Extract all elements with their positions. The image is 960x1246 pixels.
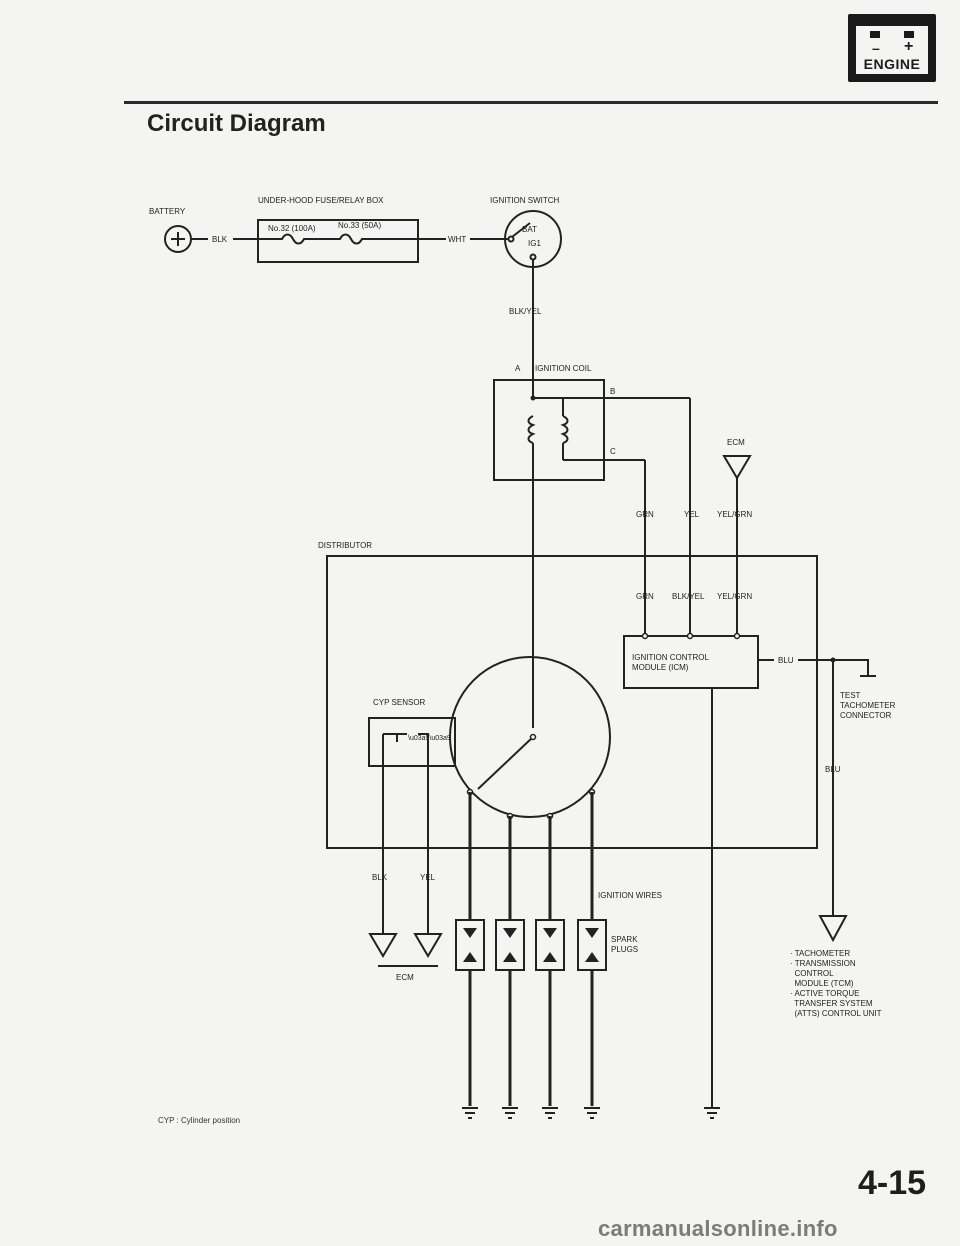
spark-plug-2 (495, 919, 525, 971)
ecm-top-triangle (722, 455, 752, 480)
spark-plugs-label-1: SPARK (611, 935, 638, 944)
spark-plug-4 (577, 919, 607, 971)
fuse-33-label: No.33 (50A) (338, 221, 381, 230)
engine-badge: – + ENGINE (848, 14, 936, 82)
fuse-32-label: No.32 (100A) (268, 224, 316, 233)
footnote: CYP : Cylinder position (158, 1116, 241, 1125)
spark-plug-3 (535, 919, 565, 971)
wire-label-blu-1: BLU (778, 656, 794, 665)
distributor-cap (449, 656, 611, 818)
coil-b-label: B (610, 387, 615, 396)
test-label-1: TEST (840, 691, 861, 700)
fuse-box-label: UNDER-HOOD FUSE/RELAY BOX (258, 196, 384, 205)
distributor-box (326, 555, 818, 849)
wire-label-blk-2: BLK (372, 873, 388, 882)
ecm-bottom-triangle-2 (413, 933, 443, 958)
spark-plug-1 (455, 919, 485, 971)
icm-box (623, 635, 759, 689)
ground-icon (542, 1107, 558, 1119)
wire-label-yel-grn-2: YEL/GRN (717, 592, 752, 601)
cyp-sensor-glyph: \u03a9\u03a9 (408, 735, 451, 742)
ground-icon (462, 1107, 478, 1119)
ignition-wires-label: IGNITION WIRES (598, 891, 662, 900)
battery-label: BATTERY (149, 207, 186, 216)
ig-bat-label: BAT (522, 225, 537, 234)
coil-c-label: C (610, 447, 616, 456)
battery-icon: – + ENGINE (856, 26, 928, 74)
test-label-3: CONNECTOR (840, 711, 892, 720)
tach-tcm-triangle (818, 915, 848, 943)
test-tachometer-connector (852, 659, 876, 677)
ignition-switch-label: IGNITION SWITCH (490, 196, 560, 205)
dest-line: CONTROL (790, 969, 834, 978)
ground-icon (584, 1107, 600, 1119)
ecm-bottom-triangle-1 (368, 933, 398, 958)
destination-list: · TACHOMETER · TRANSMISSION CONTROL MODU… (790, 949, 882, 1018)
dest-line: MODULE (TCM) (790, 979, 854, 988)
page-number: 4-15 (858, 1164, 927, 1202)
watermark: carmanualsonline.info (598, 1216, 838, 1241)
test-label-2: TACHOMETER (840, 701, 896, 710)
battery-terminal-plus (904, 31, 914, 38)
header-rule (124, 101, 938, 104)
ecm-bottom-label: ECM (396, 973, 414, 982)
wire-label-blk-yel-2: BLK/YEL (672, 592, 705, 601)
ecm-top-label: ECM (727, 438, 745, 447)
ignition-coil-label: IGNITION COIL (535, 364, 592, 373)
battery-symbol (164, 225, 192, 253)
wire-label-yel-1: YEL (684, 510, 700, 519)
wire-label-grn-1: GRN (636, 510, 654, 519)
spark-plugs-label-2: PLUGS (611, 945, 638, 954)
page-title: Circuit Diagram (147, 110, 326, 137)
dest-line: · ACTIVE TORQUE (790, 989, 860, 998)
coil-primary-winding (527, 415, 536, 444)
wire-label-blk-yel: BLK/YEL (509, 307, 542, 316)
dest-line: TRANSFER SYSTEM (790, 999, 873, 1008)
ignition-coil-box (493, 379, 605, 481)
dest-line: · TRANSMISSION (790, 959, 856, 968)
ground-icon (704, 1107, 720, 1119)
coil-secondary-winding (560, 415, 569, 444)
battery-terminal-minus (870, 31, 880, 38)
coil-a-label: A (515, 364, 521, 373)
fuse-relay-box (257, 219, 419, 263)
cyp-sensor-box (368, 717, 456, 767)
rotor-arm (477, 736, 534, 790)
wire-label-grn-2: GRN (636, 592, 654, 601)
badge-plus: + (904, 38, 914, 55)
badge-minus: – (872, 40, 880, 56)
dest-line: · TACHOMETER (790, 949, 850, 958)
icm-label-2: MODULE (ICM) (632, 663, 689, 672)
icm-label-1: IGNITION CONTROL (632, 653, 709, 662)
fuse-wiring (258, 233, 418, 245)
dest-line: (ATTS) CONTROL UNIT (790, 1009, 882, 1018)
wire-label-blu-2: BLU (825, 765, 841, 774)
wire-label-wht: WHT (448, 235, 466, 244)
ground-icon (502, 1107, 518, 1119)
badge-label: ENGINE (863, 56, 921, 72)
ig-ig1-label: IG1 (528, 239, 541, 248)
wire-label-yel-grn-1: YEL/GRN (717, 510, 752, 519)
wire-label-blk: BLK (212, 235, 228, 244)
cyp-sensor-label: CYP SENSOR (373, 698, 426, 707)
distributor-label: DISTRIBUTOR (318, 541, 372, 550)
wire-label-yel-2: YEL (420, 873, 436, 882)
